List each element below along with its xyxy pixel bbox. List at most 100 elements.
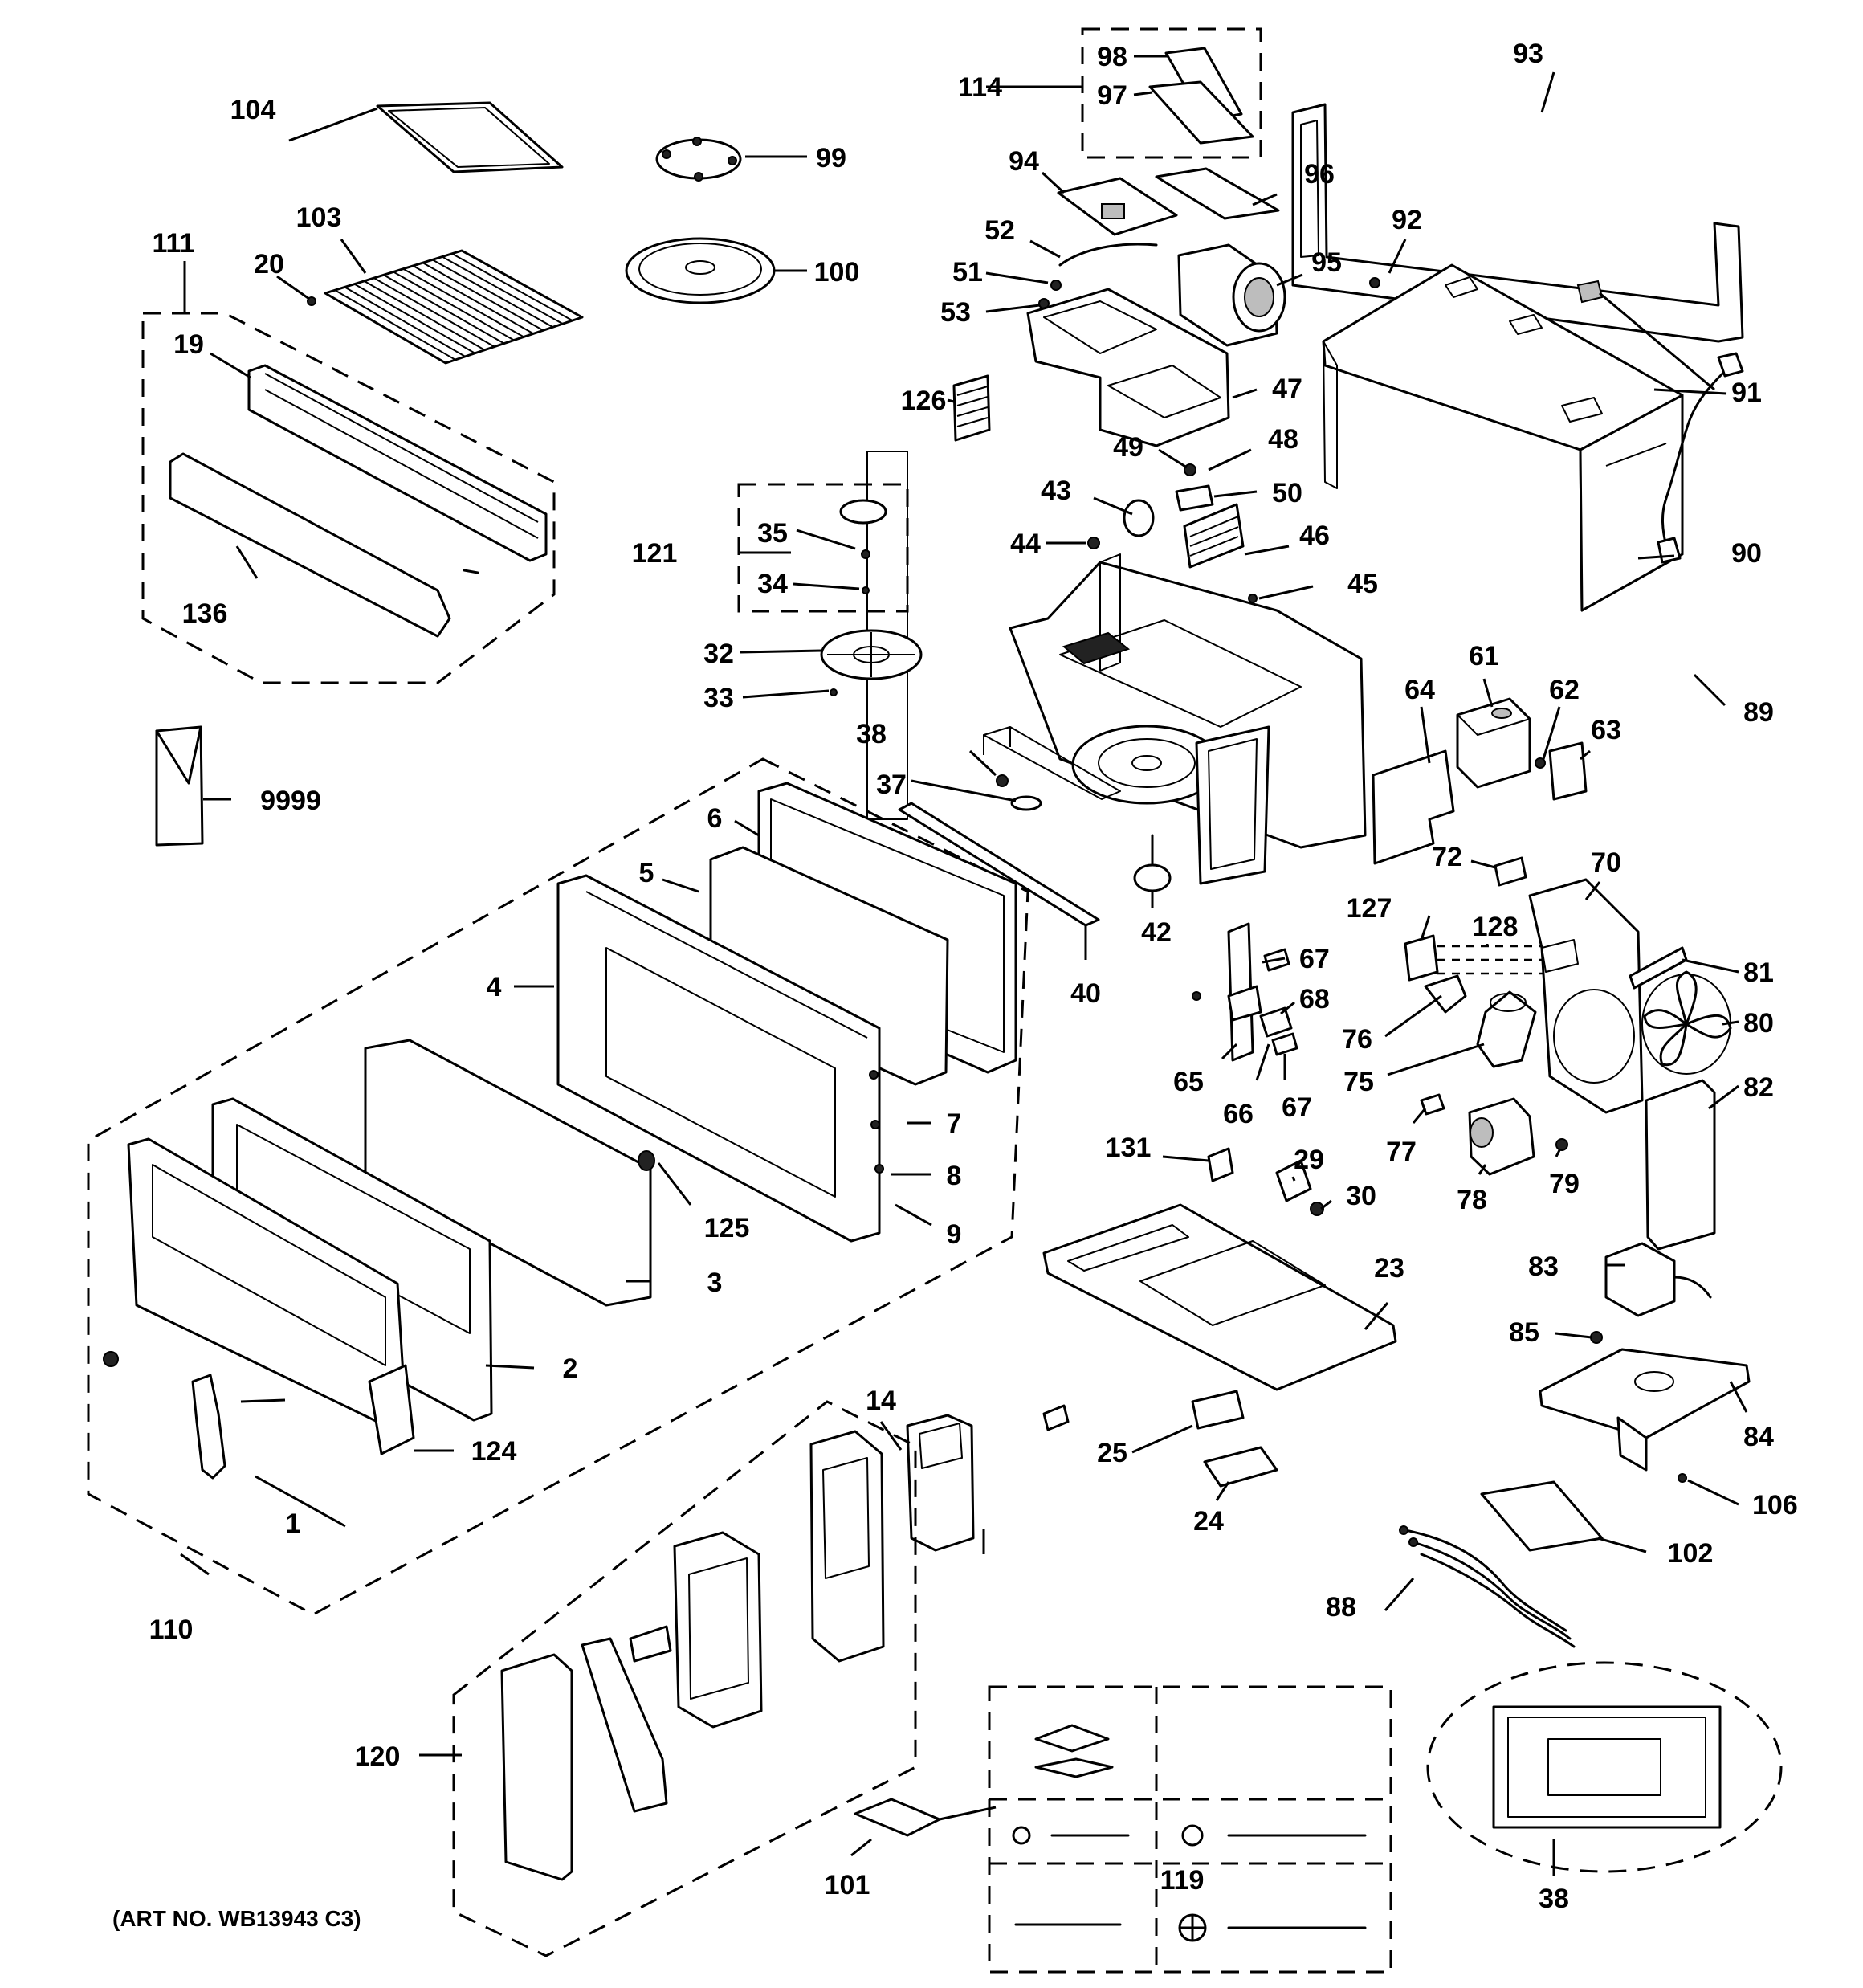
part-126-vent-grille: [952, 374, 991, 442]
callout-79: 79: [1549, 1169, 1580, 1199]
callout-64: 64: [1404, 675, 1435, 705]
callout-53: 53: [940, 297, 971, 328]
part-121-stirrer-assembly: [839, 451, 908, 820]
callout-50: 50: [1272, 478, 1302, 508]
callout-94: 94: [1009, 146, 1039, 177]
part-77-diode: [1420, 1093, 1445, 1116]
callout-32: 32: [703, 639, 734, 669]
part-92-screw: [1369, 277, 1380, 288]
callout-34: 34: [757, 569, 788, 599]
callout-111: 111: [153, 228, 195, 259]
callout-136: 136: [182, 598, 228, 629]
leader-lines: [180, 55, 1748, 1876]
callout-44: 44: [1010, 529, 1041, 559]
callout-38-bottom: 38: [1539, 1884, 1569, 1914]
part-40-seal-strip: [898, 802, 1100, 927]
callout-51: 51: [952, 257, 983, 288]
part-89-power-cord: [1661, 364, 1732, 548]
part-97-damper: [1148, 80, 1254, 145]
callout-67-top: 67: [1299, 944, 1330, 974]
callout-76: 76: [1342, 1024, 1372, 1055]
part-83-transformer: [1604, 1242, 1712, 1317]
part-119-bolt-d: [1178, 1913, 1367, 1942]
part-103-oven-rack: [324, 249, 584, 365]
part-23-latch: [1042, 1404, 1070, 1431]
part-75-capacitor: [1476, 990, 1537, 1068]
part-37-coupler: [1010, 795, 1042, 811]
callout-91: 91: [1731, 378, 1762, 408]
part-47-fan-housing: [1026, 288, 1230, 447]
callout-85: 85: [1509, 1317, 1539, 1348]
callout-98: 98: [1097, 42, 1127, 72]
callout-9: 9: [947, 1219, 962, 1250]
part-49-screw: [1184, 463, 1196, 476]
part-82-shield: [1645, 1079, 1716, 1251]
part-96-fan-cover: [1155, 167, 1280, 220]
part-52-harness: [1058, 243, 1158, 267]
part-127-switch: [1404, 934, 1439, 982]
rack-wire: [442, 255, 564, 325]
callout-25: 25: [1097, 1438, 1127, 1468]
callout-52: 52: [984, 215, 1015, 246]
callout-92: 92: [1392, 205, 1422, 235]
callout-19: 19: [173, 329, 204, 360]
part-78-motor: [1468, 1097, 1535, 1176]
part-101-hardware-bag: [854, 1798, 941, 1837]
callout-42: 42: [1141, 917, 1172, 948]
art-number: (ART NO. WB13943 C3): [112, 1906, 361, 1931]
callout-83: 83: [1528, 1251, 1559, 1282]
part-9999-literature-envelope: [155, 725, 204, 847]
group-114-outline: [1081, 27, 1262, 159]
callout-127: 127: [1347, 893, 1392, 924]
callout-33: 33: [703, 683, 734, 713]
callout-119: 119: [1160, 1865, 1205, 1896]
callout-30: 30: [1346, 1181, 1376, 1211]
part-32-stirrer-blade: [820, 629, 923, 696]
callout-38-top: 38: [856, 719, 887, 749]
part-64-bracket: [1372, 749, 1455, 865]
group-111-outline: [141, 312, 556, 684]
callout-35: 35: [757, 518, 788, 549]
callout-104: 104: [230, 95, 276, 125]
part-120-badge: [629, 1625, 672, 1663]
part-99-roller-ring: [655, 137, 742, 182]
part-131-lamp-socket: [1207, 1147, 1234, 1182]
part-79-screw: [1555, 1138, 1568, 1151]
callout-65: 65: [1173, 1067, 1204, 1097]
part-63-plate: [1548, 741, 1588, 801]
callout-102: 102: [1668, 1538, 1714, 1569]
part-84-base-plate: [1539, 1348, 1751, 1472]
part-19-control-panel-frame: [247, 364, 548, 562]
part-94-tab: [1101, 203, 1125, 219]
part-44-screw: [1087, 537, 1100, 549]
part-90-outer-case: [1322, 263, 1684, 612]
callout-4: 4: [487, 972, 502, 1002]
callout-77: 77: [1386, 1137, 1417, 1167]
part-120-end-cap: [500, 1653, 573, 1881]
part-119-bolt-a: [1012, 1826, 1130, 1845]
callout-88: 88: [1326, 1592, 1356, 1623]
part-119-bolt-b: [1181, 1824, 1367, 1847]
rack-wire: [353, 283, 475, 354]
part-104-grease-filter: [376, 101, 564, 173]
callout-47: 47: [1272, 374, 1302, 404]
part-45-screw: [1248, 594, 1258, 603]
part-100-turntable-tray: [625, 237, 776, 304]
callout-61: 61: [1469, 641, 1499, 672]
callout-128: 128: [1473, 912, 1519, 942]
rack-wire: [344, 286, 466, 357]
callout-63: 63: [1591, 715, 1621, 745]
part-51-thermistor: [1050, 280, 1062, 291]
part-76-bracket: [1424, 974, 1467, 1014]
part-67-switch-b: [1271, 1032, 1298, 1056]
rack-wire: [373, 277, 495, 348]
callout-3: 3: [707, 1268, 723, 1298]
callout-29: 29: [1294, 1145, 1324, 1175]
callout-23: 23: [1374, 1253, 1404, 1284]
callout-78: 78: [1457, 1185, 1487, 1215]
part-120-overlay: [581, 1637, 668, 1813]
callout-95: 95: [1311, 247, 1342, 278]
callout-75: 75: [1343, 1067, 1374, 1097]
rack-wire: [383, 274, 505, 345]
